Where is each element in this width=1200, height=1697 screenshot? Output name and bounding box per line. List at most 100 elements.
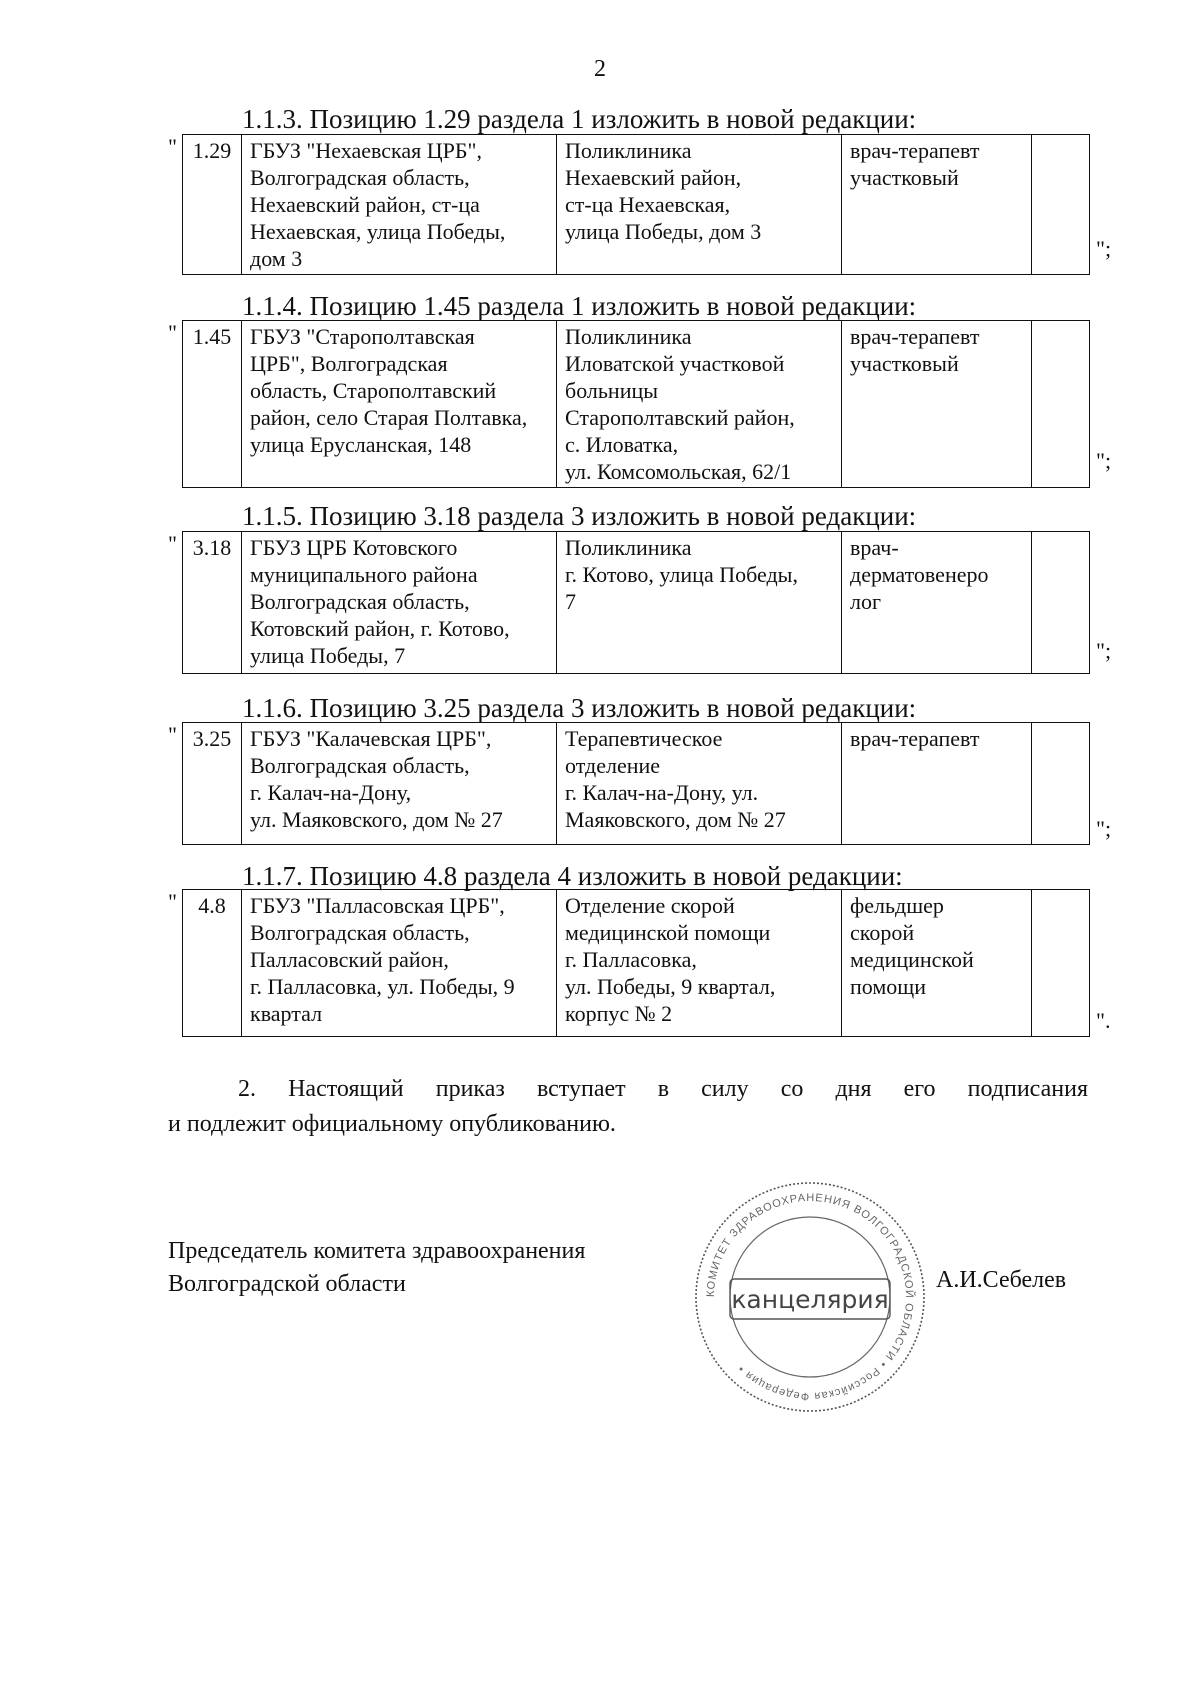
- institution-line: г. Калач-на-Дону,: [250, 780, 412, 805]
- institution-cell: ГБУЗ "Палласовская ЦРБ", Волгоградская о…: [241, 889, 557, 1037]
- office-stamp: КОМИТЕТ ЗДРАВООХРАНЕНИЯ ВОЛГОГРАДСКОЙ ОБ…: [695, 1182, 925, 1412]
- unit-line: ст-ца Нехаевская,: [565, 192, 731, 217]
- unit-line: Поликлиника: [565, 535, 692, 560]
- job-position-line: участковый: [850, 351, 959, 376]
- institution-line: улица Еруcланская, 148: [250, 432, 472, 457]
- job-position-cell: врач-терапевт участковый: [841, 134, 1032, 275]
- stamp-label-frame: [729, 1278, 891, 1320]
- item-heading: 1.1.7. Позицию 4.8 раздела 4 изложить в …: [242, 861, 903, 891]
- quote-close: ";: [1096, 638, 1112, 663]
- position-table: 4.8 ГБУЗ "Палласовская ЦРБ", Волгоградск…: [182, 889, 1090, 1037]
- institution-line: Котовский район, г. Котово,: [250, 616, 510, 641]
- paragraph-line: и подлежит официальному опубликованию.: [168, 1111, 616, 1137]
- unit-cell: Отделение скорой медицинской помощи г. П…: [556, 889, 842, 1037]
- job-position-line: помощи: [850, 974, 926, 999]
- item-heading: 1.1.5. Позицию 3.18 раздела 3 изложить в…: [242, 501, 917, 531]
- job-position-line: врач-терапевт: [850, 138, 980, 163]
- signatory-title-line: Председатель комитета здравоохранения: [168, 1238, 586, 1264]
- unit-line: медицинской помощи: [565, 920, 771, 945]
- unit-line: Поликлиника: [565, 138, 692, 163]
- institution-line: г. Палласовка, ул. Победы, 9: [250, 974, 515, 999]
- quote-open: ": [168, 889, 177, 914]
- unit-line: ул. Победы, 9 квартал,: [565, 974, 776, 999]
- unit-cell: Поликлиника Нехаевский район, ст-ца Неха…: [556, 134, 842, 275]
- job-position-line: участковый: [850, 165, 959, 190]
- institution-line: Палласовский район,: [250, 947, 449, 972]
- job-position-line: дерматовенеро: [850, 562, 989, 587]
- item-heading: 1.1.6. Позицию 3.25 раздела 3 изложить в…: [242, 693, 917, 723]
- institution-line: район, село Старая Полтавка,: [250, 405, 528, 430]
- job-position-cell: фельдшер скорой медицинской помощи: [841, 889, 1032, 1037]
- empty-cell: [1031, 889, 1090, 1037]
- institution-line: Волгоградская область,: [250, 753, 470, 778]
- empty-cell: [1031, 134, 1090, 275]
- unit-cell: Терапевтическое отделение г. Калач-на-До…: [556, 722, 842, 845]
- stamp-outer-ring: [695, 1182, 925, 1412]
- job-position-cell: врач- дерматовенеро лог: [841, 531, 1032, 674]
- job-position-line: лог: [850, 589, 882, 614]
- table-row: 1.29 ГБУЗ "Нехаевская ЦРБ", Волгоградска…: [182, 134, 1090, 275]
- table-row: 1.45 ГБУЗ "Старополтавская ЦРБ", Волгогр…: [182, 320, 1090, 488]
- unit-line: г. Калач-на-Дону, ул.: [565, 780, 759, 805]
- job-position-line: скорой: [850, 920, 915, 945]
- item-heading: 1.1.3. Позицию 1.29 раздела 1 изложить в…: [242, 104, 917, 134]
- table-row: 4.8 ГБУЗ "Палласовская ЦРБ", Волгоградск…: [182, 889, 1090, 1037]
- signatory-title-line: Волгоградской области: [168, 1271, 406, 1297]
- empty-cell: [1031, 722, 1090, 845]
- institution-line: ул. Маяковского, дом № 27: [250, 807, 503, 832]
- institution-line: Волгоградская область,: [250, 165, 470, 190]
- empty-cell: [1031, 320, 1090, 488]
- signatory-name: А.И.Себелев: [936, 1267, 1067, 1293]
- table-row: 3.25 ГБУЗ "Калачевская ЦРБ", Волгоградск…: [182, 722, 1090, 845]
- item-heading: 1.1.4. Позицию 1.45 раздела 1 изложить в…: [242, 291, 917, 321]
- unit-line: Терапевтическое: [565, 726, 723, 751]
- job-position-line: врач-терапевт: [850, 726, 980, 751]
- institution-cell: ГБУЗ "Нехаевская ЦРБ", Волгоградская обл…: [241, 134, 557, 275]
- unit-cell: Поликлиника Иловатской участковой больни…: [556, 320, 842, 488]
- institution-line: улица Победы, 7: [250, 643, 406, 668]
- unit-line: г. Котово, улица Победы,: [565, 562, 798, 587]
- quote-close: ";: [1096, 816, 1112, 841]
- job-position-line: врач-: [850, 535, 899, 560]
- paragraph-line: 2. Настоящий приказ вступает в силу со д…: [238, 1076, 1088, 1102]
- unit-line: Нехаевский район,: [565, 165, 742, 190]
- table-row: 3.18 ГБУЗ ЦРБ Котовского муниципального …: [182, 531, 1090, 674]
- quote-open: ": [168, 531, 177, 556]
- institution-line: область, Старополтавский: [250, 378, 497, 403]
- signatory-title: Председатель комитета здравоохранения Во…: [168, 1235, 585, 1301]
- institution-line: Нехаевский район, ст-ца: [250, 192, 480, 217]
- position-number: 4.8: [182, 889, 242, 1037]
- unit-line: с. Иловатка,: [565, 432, 679, 457]
- unit-line: корпус № 2: [565, 1001, 673, 1026]
- job-position-line: врач-терапевт: [850, 324, 980, 349]
- institution-line: ЦРБ", Волгоградская: [250, 351, 448, 376]
- institution-line: Волгоградская область,: [250, 589, 470, 614]
- job-position-cell: врач-терапевт участковый: [841, 320, 1032, 488]
- institution-line: ГБУЗ "Нехаевская ЦРБ",: [250, 138, 482, 163]
- position-table: 1.29 ГБУЗ "Нехаевская ЦРБ", Волгоградска…: [182, 134, 1090, 275]
- unit-line: г. Палласовка,: [565, 947, 697, 972]
- position-number: 3.18: [182, 531, 242, 674]
- unit-line: больницы: [565, 378, 659, 403]
- institution-line: дом 3: [250, 246, 303, 271]
- institution-cell: ГБУЗ "Калачевская ЦРБ", Волгоградская об…: [241, 722, 557, 845]
- institution-line: муниципального района: [250, 562, 478, 587]
- institution-line: ГБУЗ "Старополтавская: [250, 324, 475, 349]
- quote-close: ";: [1096, 236, 1112, 261]
- quote-open: ": [168, 134, 177, 159]
- institution-line: квартал: [250, 1001, 323, 1026]
- unit-line: Отделение скорой: [565, 893, 735, 918]
- position-table: 3.25 ГБУЗ "Калачевская ЦРБ", Волгоградск…: [182, 722, 1090, 845]
- position-table: 3.18 ГБУЗ ЦРБ Котовского муниципального …: [182, 531, 1090, 674]
- institution-cell: ГБУЗ "Старополтавская ЦРБ", Волгоградска…: [241, 320, 557, 488]
- quote-open: ": [168, 722, 177, 747]
- institution-line: Нехаевская, улица Победы,: [250, 219, 506, 244]
- position-number: 1.29: [182, 134, 242, 275]
- job-position-cell: врач-терапевт: [841, 722, 1032, 845]
- empty-cell: [1031, 531, 1090, 674]
- position-number: 1.45: [182, 320, 242, 488]
- unit-line: Иловатской участковой: [565, 351, 785, 376]
- institution-line: ГБУЗ "Калачевская ЦРБ",: [250, 726, 492, 751]
- position-number: 3.25: [182, 722, 242, 845]
- unit-line: Старополтавский район,: [565, 405, 795, 430]
